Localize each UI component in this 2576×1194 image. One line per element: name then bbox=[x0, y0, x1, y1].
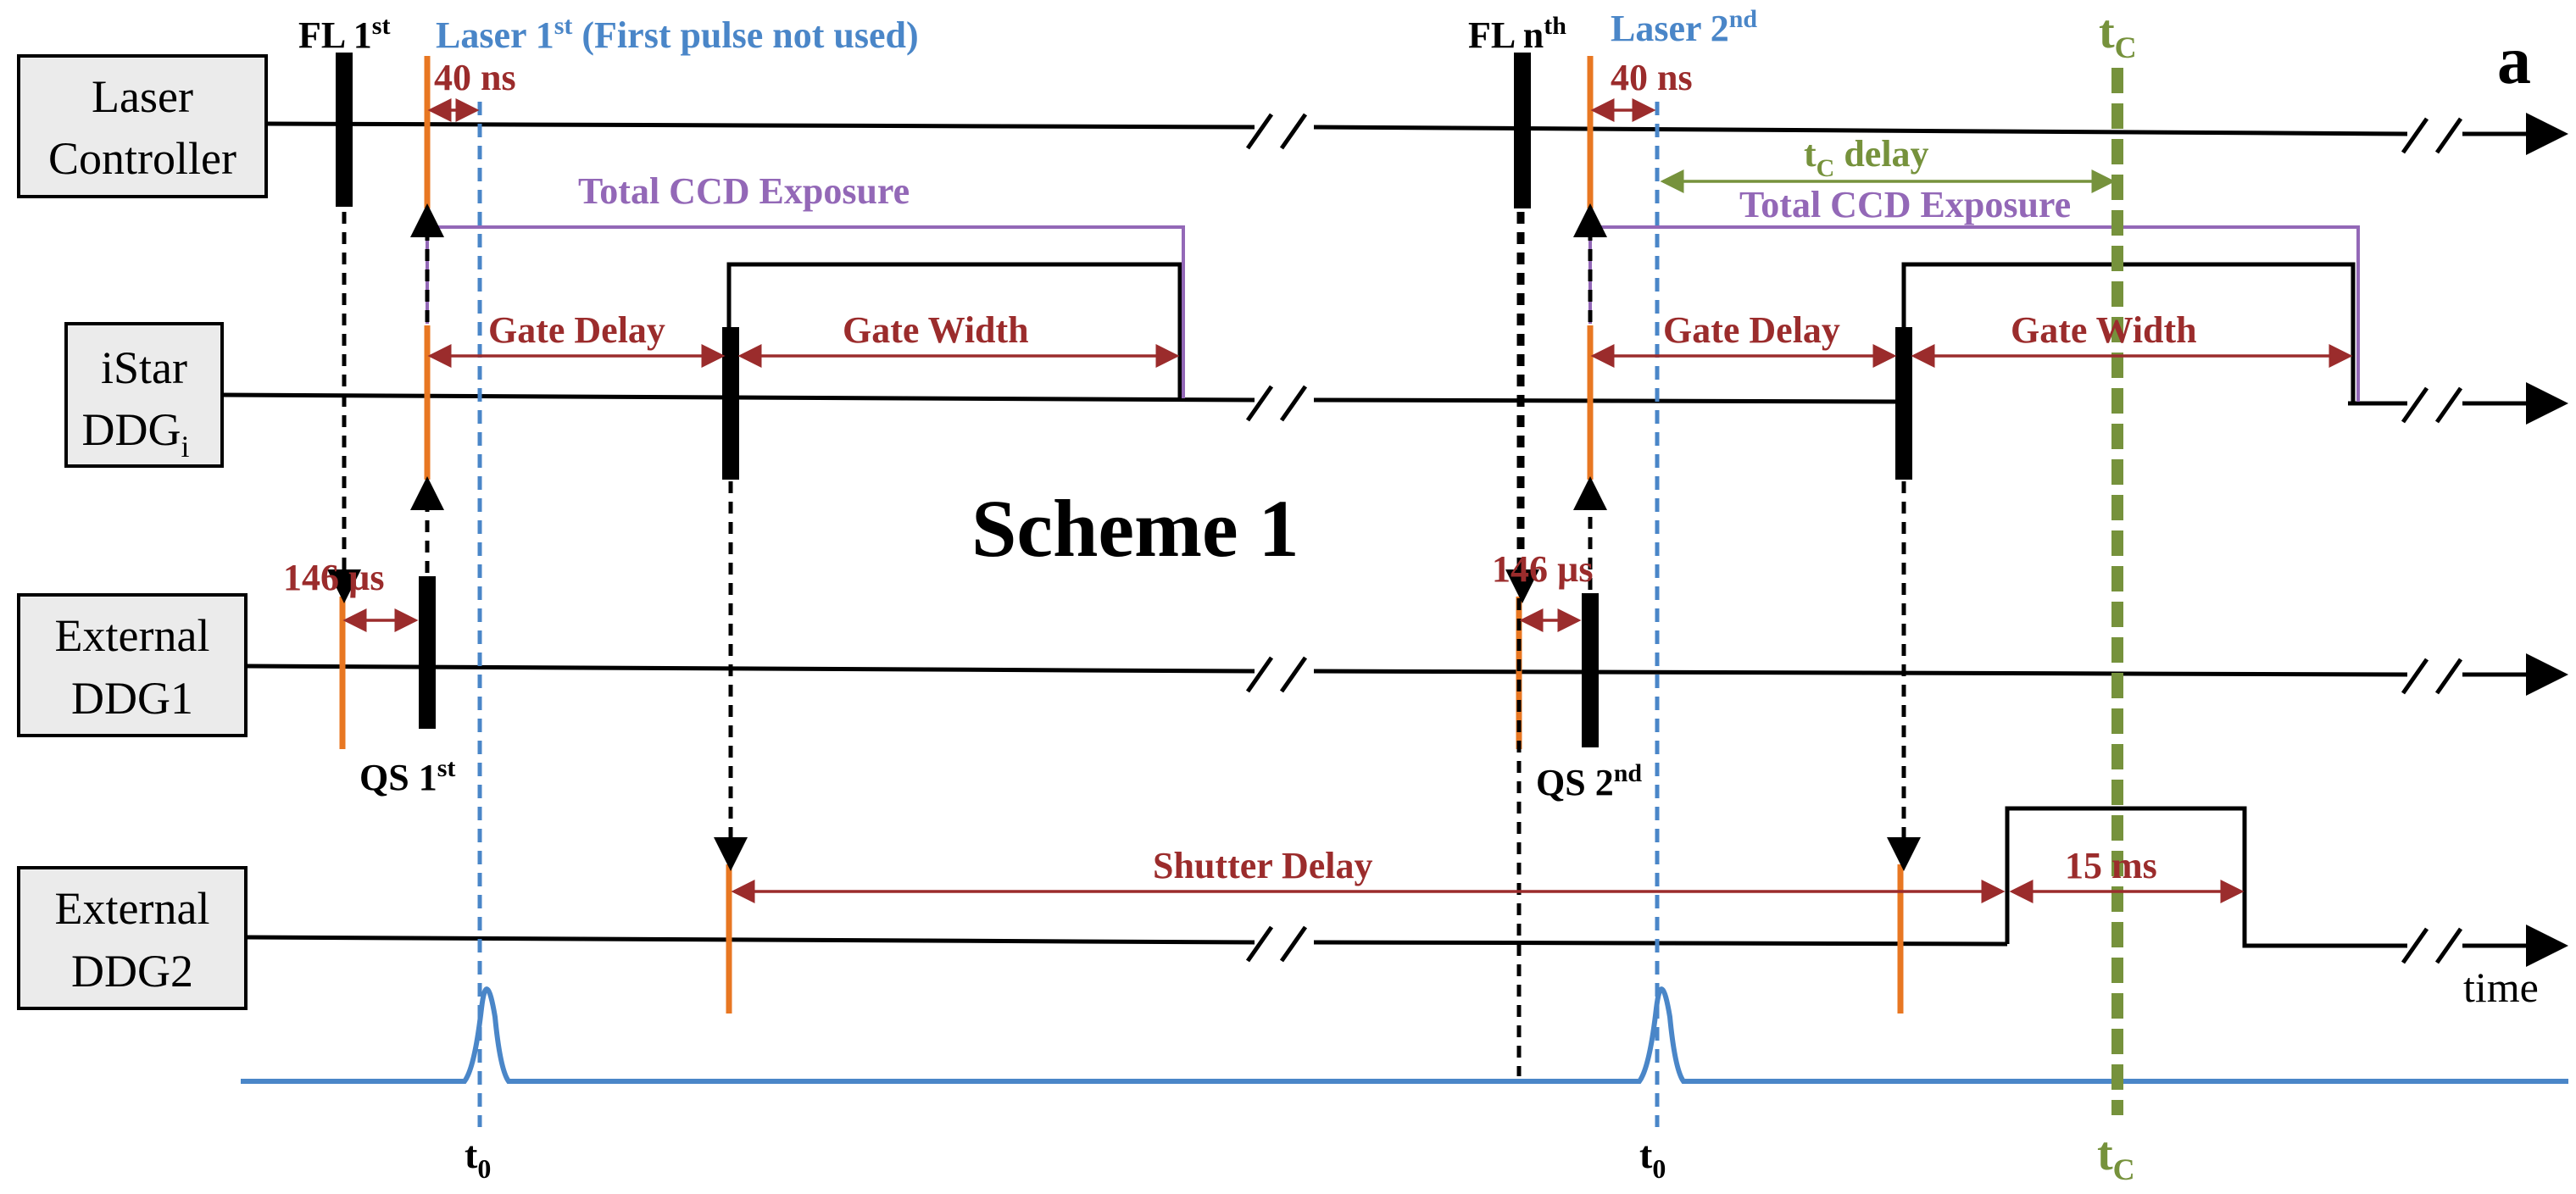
ns40-label-1: 40 ns bbox=[434, 57, 516, 98]
qs-second-label: QS 2nd bbox=[1536, 759, 1642, 803]
fl-nth-pulse bbox=[1514, 53, 1531, 208]
tc-bottom-label: tC bbox=[2097, 1128, 2135, 1186]
timeline-istar-ddg bbox=[221, 382, 2568, 425]
laser-controller-line2: Controller bbox=[48, 133, 236, 184]
timeline-laser-controller bbox=[267, 113, 2568, 155]
laser-signal-trace bbox=[241, 986, 2568, 1084]
external-ddg1-line2: DDG1 bbox=[71, 673, 193, 724]
tc-top-label: tC bbox=[2099, 6, 2137, 64]
qs-first-label: QS 1st bbox=[359, 754, 455, 798]
gate-trigger-pulse-2 bbox=[1895, 327, 1912, 480]
tc-delay-label: tC delay bbox=[1804, 133, 1929, 182]
fl-nth-label: FL nth bbox=[1468, 12, 1566, 56]
panel-letter: a bbox=[2497, 24, 2531, 98]
laser-first-label: Laser 1st (First pulse not used) bbox=[436, 12, 919, 56]
external-ddg2-line1: External bbox=[55, 883, 210, 934]
gate-window-2 bbox=[1901, 262, 2356, 402]
ccd-exposure-label-2: Total CCD Exposure bbox=[1739, 184, 2071, 225]
us146-label-2: 146 µs bbox=[1492, 548, 1593, 590]
time-axis-label: time bbox=[2463, 964, 2539, 1011]
fl-first-label: FL 1st bbox=[298, 12, 390, 56]
laser-second-label: Laser 2nd bbox=[1611, 5, 1757, 49]
gate-trigger-pulse-1 bbox=[722, 327, 739, 480]
ms15-label: 15 ms bbox=[2065, 845, 2157, 886]
istar-ddg-line2: DDGi bbox=[81, 404, 189, 464]
gate-delay-label-1: Gate Delay bbox=[488, 309, 665, 351]
external-ddg2-line2: DDG2 bbox=[71, 946, 193, 997]
qs-first-pulse bbox=[419, 576, 436, 729]
trigger-arrows bbox=[327, 203, 1921, 1076]
ccd-exposure-label-1: Total CCD Exposure bbox=[578, 170, 910, 212]
gate-window-1 bbox=[726, 262, 1182, 400]
channel-box-external-ddg1: External DDG1 bbox=[17, 593, 248, 737]
qs-second-pulse bbox=[1582, 593, 1599, 747]
gate-width-label-2: Gate Width bbox=[2011, 309, 2197, 351]
timeline-external-ddg2 bbox=[245, 806, 2568, 967]
istar-ddg-line1: iStar bbox=[101, 342, 187, 393]
t0-label-1: t0 bbox=[465, 1133, 491, 1184]
channel-box-laser-controller: Laser Controller bbox=[17, 54, 268, 198]
shutter-delay-label: Shutter Delay bbox=[1153, 845, 1373, 886]
timeline-external-ddg1 bbox=[245, 653, 2568, 696]
laser-controller-line1: Laser bbox=[92, 71, 193, 122]
channel-box-istar-ddg: iStar DDGi bbox=[64, 322, 224, 468]
gate-delay-label-2: Gate Delay bbox=[1663, 309, 1840, 351]
channel-box-external-ddg2: External DDG2 bbox=[17, 866, 248, 1010]
interval-arrows bbox=[342, 98, 2353, 903]
gate-width-label-1: Gate Width bbox=[843, 309, 1029, 351]
scheme-title: Scheme 1 bbox=[971, 483, 1299, 574]
fl-first-pulse bbox=[336, 53, 353, 207]
external-ddg1-line1: External bbox=[55, 610, 210, 661]
t0-label-2: t0 bbox=[1639, 1133, 1666, 1184]
ns40-label-2: 40 ns bbox=[1611, 57, 1693, 98]
us146-label-1: 146 µs bbox=[283, 557, 384, 598]
